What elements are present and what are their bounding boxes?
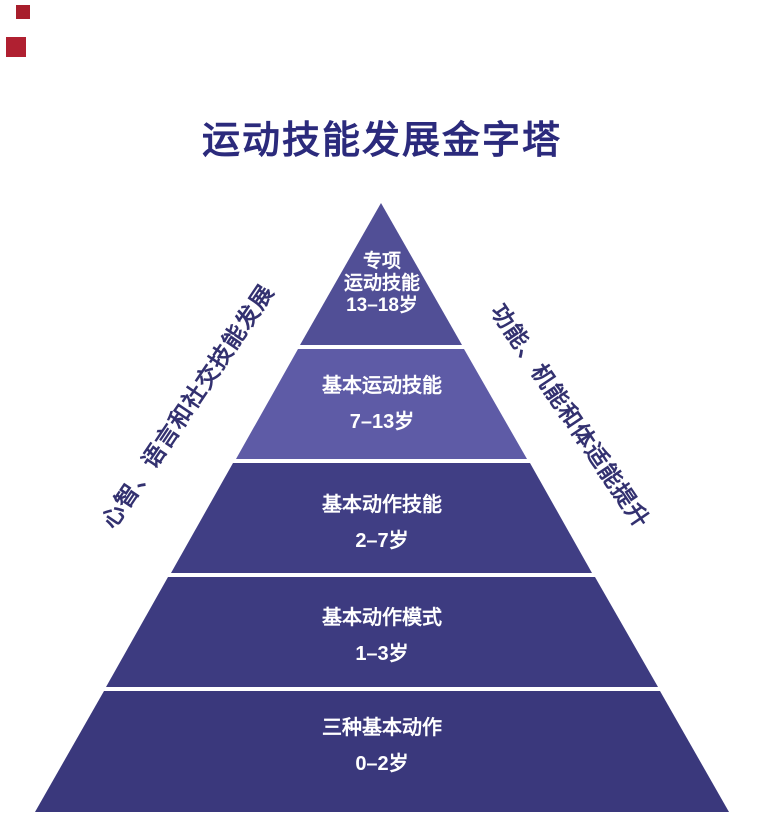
level-3-name: 基本动作技能 [322,494,442,516]
pyramid-level-1-shape [300,203,462,345]
red-square-decoration-top [16,5,30,19]
pyramid-level-1-label: 专项 运动技能 13–18岁 [0,251,764,317]
pyramid-level-3-label: 基本动作技能 2–7岁 [0,487,764,559]
level-3-age-range: 2–7岁 [355,530,409,552]
level-5-age-range: 0–2岁 [355,753,409,775]
level-1-age-range: 13–18岁 [346,295,418,316]
level-2-name: 基本运动技能 [322,375,442,397]
pyramid-level-2-shape [236,349,527,459]
level-2-age-range: 7–13岁 [349,411,415,433]
level-1-name-line-1: 专项 [362,251,401,272]
level-1-name-line-2: 运动技能 [343,273,420,294]
pyramid-level-5-label: 三种基本动作 0–2岁 [0,710,764,782]
level-4-name: 基本动作模式 [322,607,442,629]
level-5-name: 三种基本动作 [322,717,442,739]
red-square-decoration-bottom [6,37,26,57]
page-title: 运动技能发展金字塔 [201,120,562,162]
level-4-age-range: 1–3岁 [355,643,409,665]
pyramid-level-3-shape [171,463,592,573]
pyramid-level-4-shape [106,577,658,687]
pyramid-level-4-label: 基本动作模式 1–3岁 [0,600,764,672]
pyramid-level-5-shape [35,691,729,812]
pyramid-level-2-label: 基本运动技能 7–13岁 [0,368,764,440]
